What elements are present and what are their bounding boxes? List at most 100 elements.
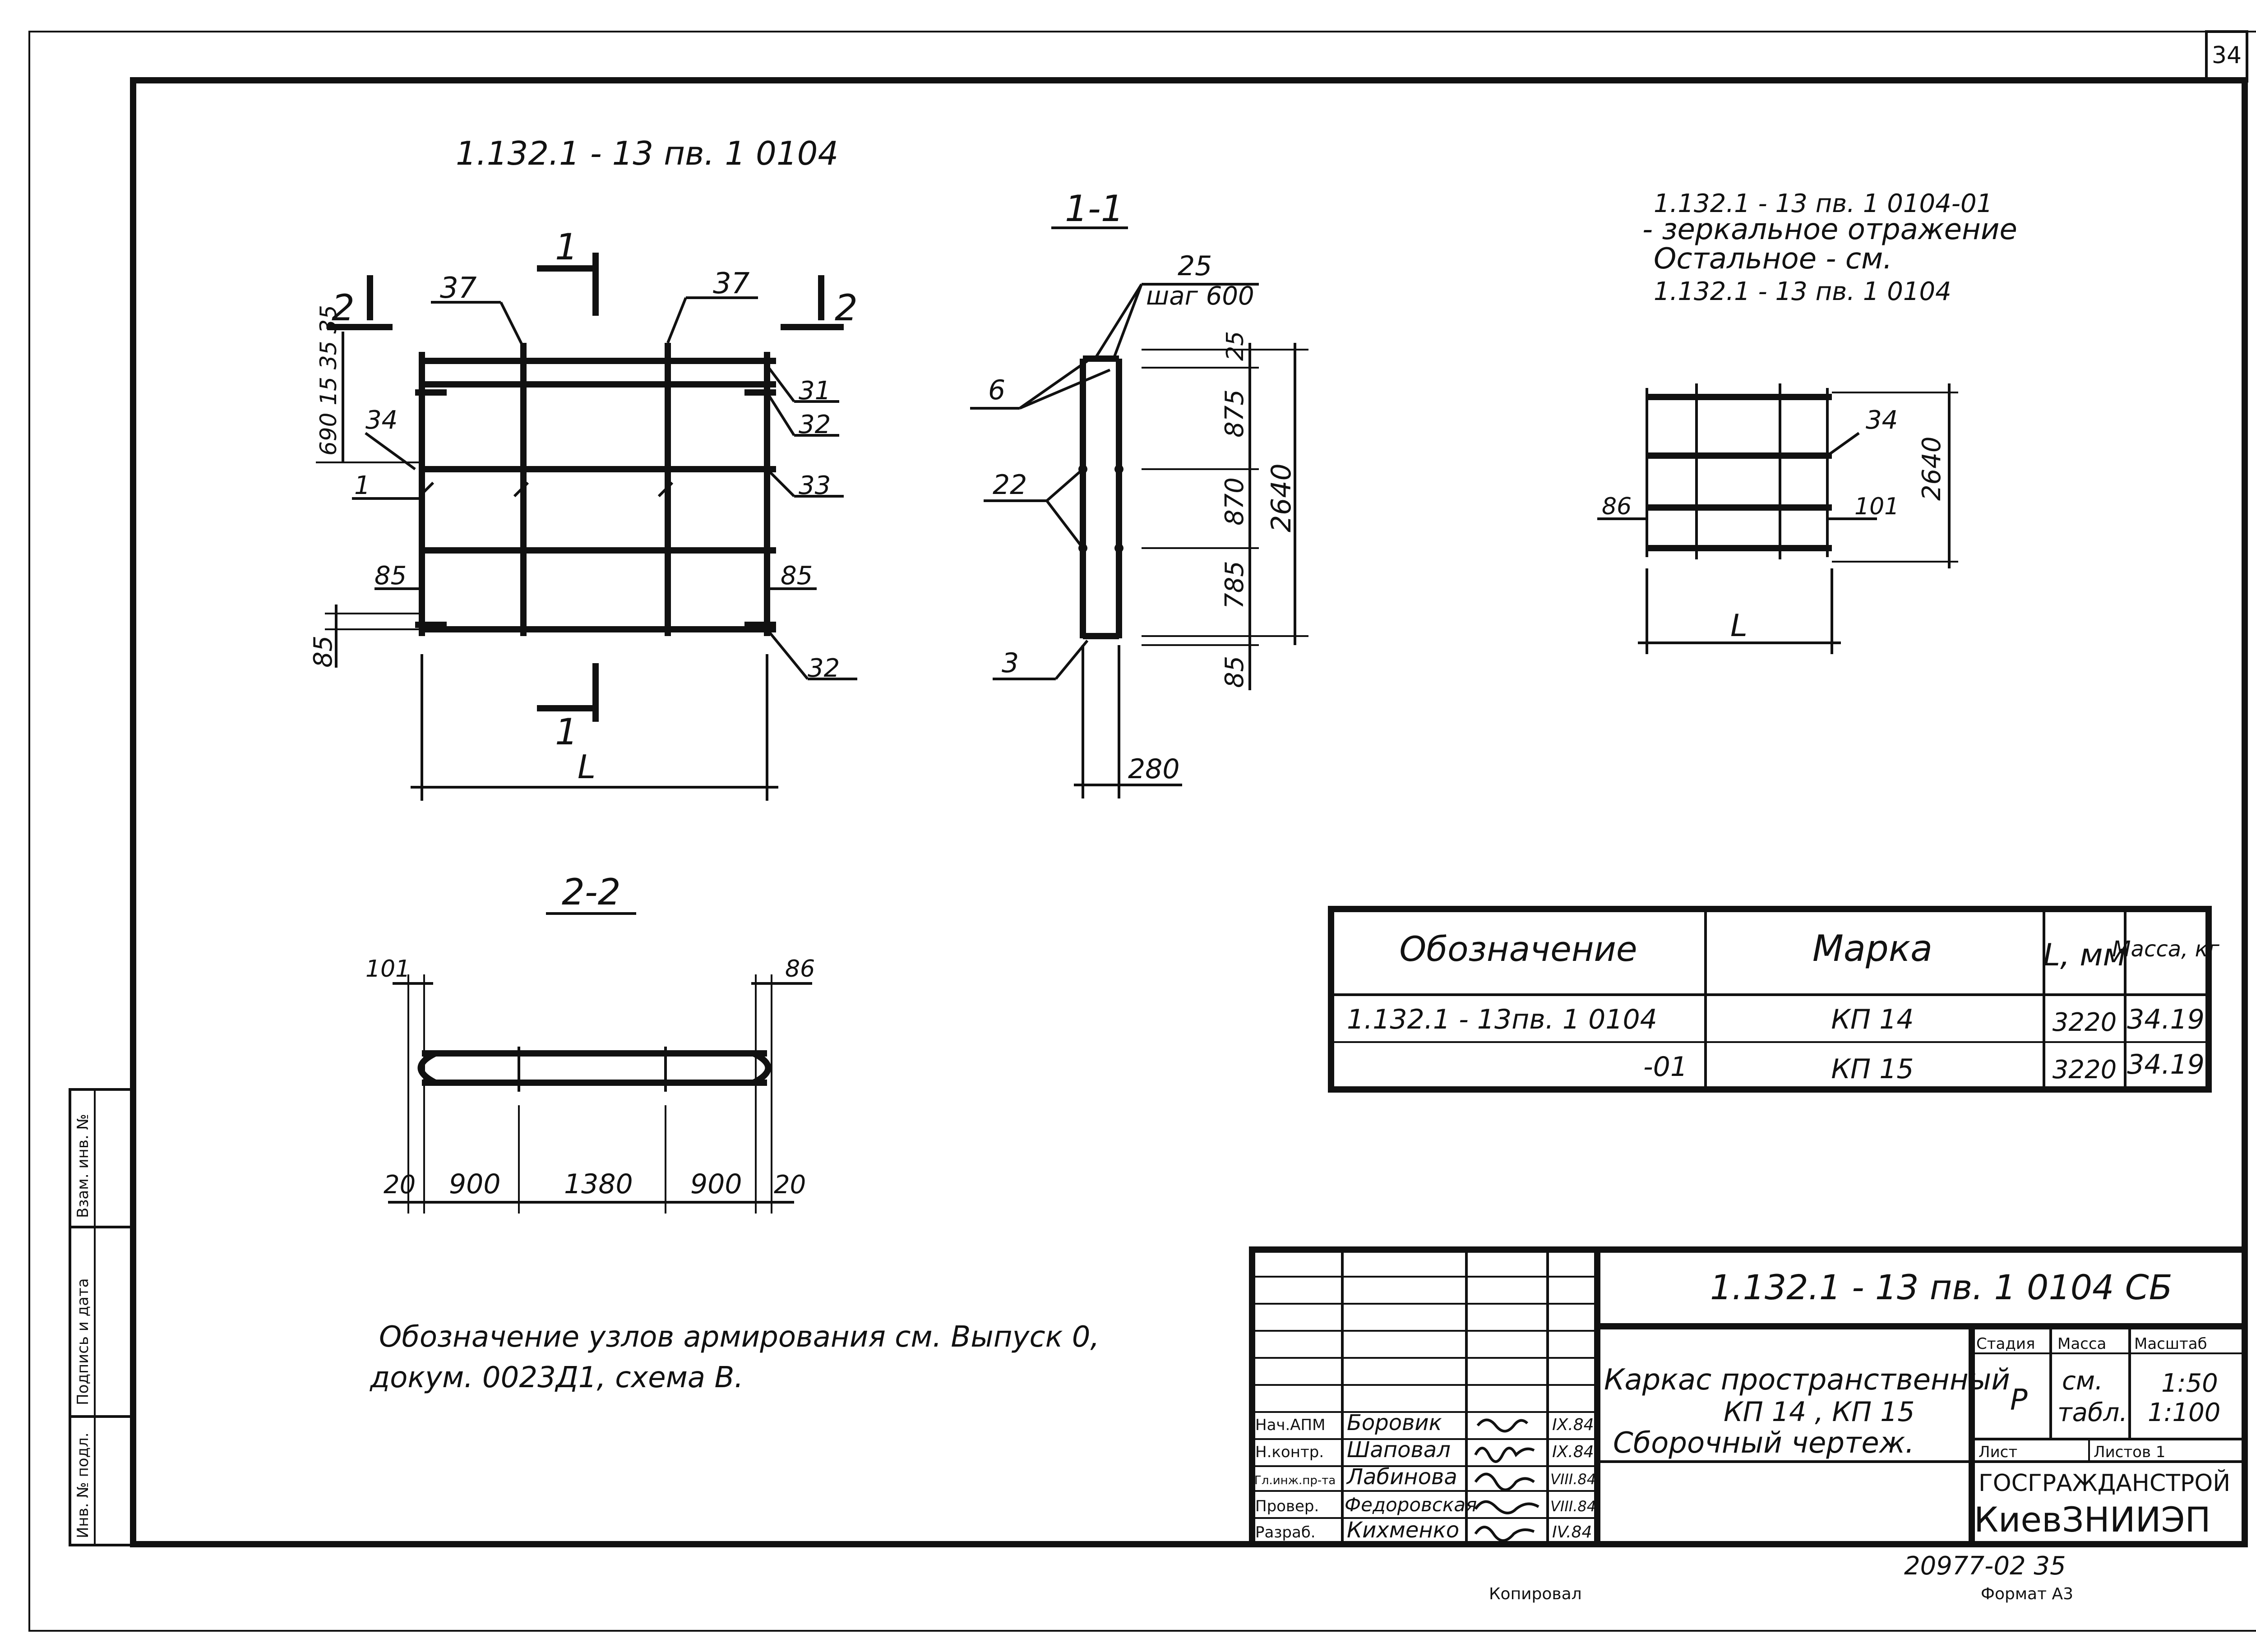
title-block: 1.132.1 - 13 пв. 1 0104 СБ Каркас простр… <box>1249 1246 2248 1547</box>
leader <box>766 468 795 498</box>
person: Лабинова <box>1346 1464 1457 1490</box>
dim-875: 875 <box>1220 389 1249 438</box>
drawing-name-1: Каркас пространственный <box>1604 1363 2010 1397</box>
leader <box>1019 360 1088 410</box>
mirror-dim-length: L <box>1730 608 1747 644</box>
table-cell: 1.132.1 - 13пв. 1 0104 <box>1347 1004 1657 1035</box>
rebar-dot <box>1114 544 1123 553</box>
role: Разраб. <box>1255 1523 1316 1541</box>
leader <box>1045 500 1084 549</box>
section-1-1: 1-1 25 шаг 600 6 22 3 25 87 <box>970 188 1308 798</box>
rebar-dot <box>1114 465 1123 474</box>
callout-34: 34 <box>1866 406 1898 435</box>
dim-20-left: 20 <box>384 1170 416 1200</box>
section-2-2: 2-2 101 86 20 900 1380 900 20 <box>365 871 815 1214</box>
side-stamp-label: Подпись и дата <box>74 1278 92 1405</box>
table-cell: 34.19 <box>2127 1049 2205 1080</box>
scale-label: Масштаб <box>2134 1335 2207 1353</box>
callout-32: 32 <box>799 410 831 439</box>
dim-900-left: 900 <box>449 1168 501 1200</box>
sheets-label: Листов 1 <box>2094 1443 2165 1461</box>
date: IV.84 <box>1552 1523 1592 1541</box>
leader <box>766 628 809 680</box>
org-name-1: ГОСГРАЖДАНСТРОЙ <box>1979 1469 2230 1497</box>
dim-25: 25 <box>1222 331 1249 361</box>
drawing-name-3: Сборочный чертеж. <box>1613 1426 1914 1460</box>
dim-20-right: 20 <box>774 1170 806 1200</box>
leader <box>1113 283 1143 357</box>
spec-table: Обозначение Марка L, мм Масса, кг 1.132.… <box>1328 906 2220 1093</box>
stage-value: Р <box>2010 1384 2028 1417</box>
dim-top-left: 690 15 35 35 <box>315 305 342 456</box>
callout-33: 33 <box>799 471 831 500</box>
callout-101: 101 <box>1854 493 1899 520</box>
leader <box>365 432 416 471</box>
leader <box>1046 468 1084 502</box>
mirror-note-3: Остальное - см. <box>1654 242 1892 276</box>
format-label: Формат А3 <box>1981 1585 2073 1603</box>
leader <box>1826 432 1860 457</box>
callout-34: 34 <box>365 406 398 435</box>
drawing-name-2: КП 14 , КП 15 <box>1724 1396 1915 1428</box>
sheet-label: Лист <box>1979 1443 2017 1461</box>
date: IX.84 <box>1552 1416 1594 1434</box>
section-mark: 2 <box>835 287 858 329</box>
dim-86: 86 <box>785 955 815 983</box>
copied-label: Копировал <box>1489 1585 1582 1603</box>
note-line-1: Обозначение узлов армирования см. Выпуск… <box>379 1320 1100 1354</box>
table-cell: 3220 <box>2053 1055 2117 1084</box>
page-number-box <box>2205 30 2248 83</box>
mass-value: см. <box>2062 1366 2103 1396</box>
leader <box>1095 283 1143 357</box>
dim-85-bottom: 85 <box>309 636 338 668</box>
date: VIII.84 <box>1550 1498 1596 1515</box>
side-stamp-label: Взам. инв. № <box>74 1114 92 1218</box>
callout-37: 37 <box>440 272 477 305</box>
leader <box>766 392 795 436</box>
callout-32: 32 <box>808 654 840 683</box>
title-block-frame <box>1249 1246 2248 1547</box>
signature <box>1474 1526 1535 1542</box>
note-line-2: докум. 0023Д1, схема В. <box>370 1361 744 1394</box>
section-1-1-title: 1-1 <box>1065 188 1124 230</box>
hook <box>752 1050 772 1086</box>
side-stamp-frame <box>69 1088 134 1546</box>
table-border <box>1328 906 2212 1093</box>
mass-value: табл. <box>2057 1398 2127 1427</box>
mirror-note-2: - зеркальное отражение <box>1642 213 2017 246</box>
mirror-view: 1.132.1 - 13 пв. 1 0104-01 - зеркальное … <box>1597 189 2017 654</box>
org-name-2: КиевЗНИИЭП <box>1974 1500 2211 1540</box>
dim-2640: 2640 <box>1266 463 1297 532</box>
person: Федоровская <box>1345 1494 1477 1516</box>
signature <box>1474 1500 1539 1514</box>
tick <box>513 481 529 498</box>
section-mark: 1 <box>555 711 578 753</box>
dim-870: 870 <box>1220 477 1249 526</box>
mirror-dim-2640: 2640 <box>1917 436 1946 501</box>
main-view-title: 1.132.1 - 13 пв. 1 0104 <box>456 134 838 172</box>
signature <box>1474 1447 1535 1463</box>
dim-101: 101 <box>365 955 410 983</box>
role: Н.контр. <box>1255 1443 1324 1461</box>
table-cell: -01 <box>1643 1051 1687 1083</box>
tick <box>418 481 435 498</box>
hook <box>417 1050 437 1086</box>
dim-280: 280 <box>1128 753 1180 785</box>
person: Боровик <box>1347 1410 1442 1435</box>
stage-label: Стадия <box>1976 1335 2035 1353</box>
callout-25: 25 <box>1178 250 1212 282</box>
leader <box>1019 369 1111 410</box>
side-stamp-label: Инв. № подл. <box>74 1432 92 1538</box>
doc-code: 1.132.1 - 13 пв. 1 0104 СБ <box>1710 1267 2173 1307</box>
main-view: 1.132.1 - 13 пв. 1 0104 1 1 2 2 <box>309 134 858 801</box>
dim-1380: 1380 <box>564 1168 633 1200</box>
date: IX.84 <box>1552 1443 1594 1461</box>
dim-85: 85 <box>1220 656 1249 688</box>
dim-785: 785 <box>1220 561 1249 609</box>
callout-22: 22 <box>993 469 1027 501</box>
callout-1: 1 <box>354 471 370 500</box>
signature <box>1476 1418 1529 1433</box>
mirror-note-1: 1.132.1 - 13 пв. 1 0104-01 <box>1654 189 1992 218</box>
callout-37: 37 <box>713 267 750 300</box>
